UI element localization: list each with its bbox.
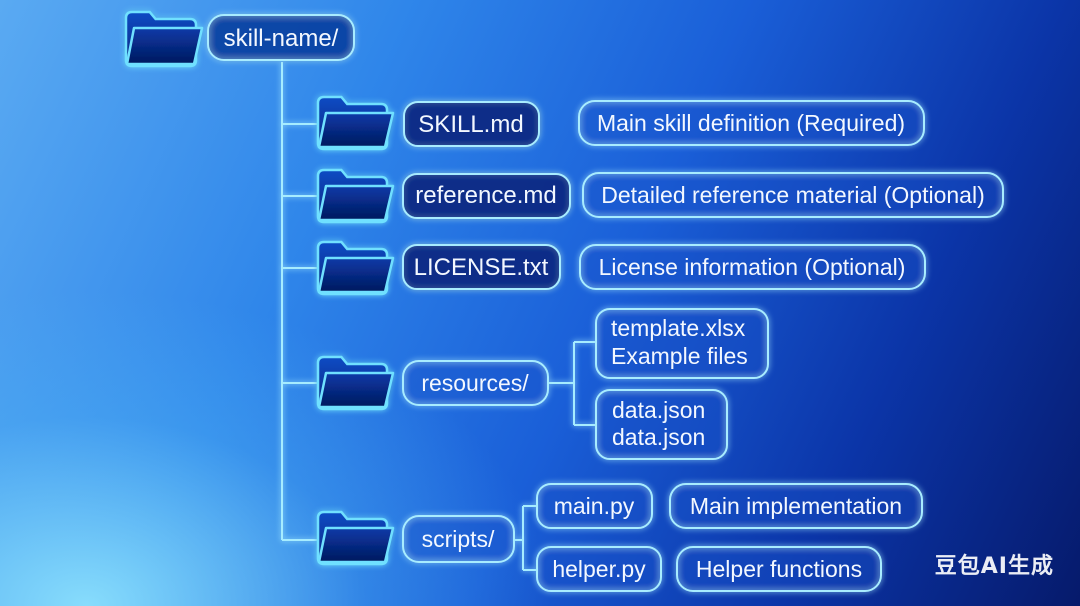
file-row-reference-md[interactable]: reference.md Detailed reference material… (402, 172, 1004, 219)
file-desc-skill-md: Main skill definition (Required) (597, 110, 905, 136)
resources-child-data[interactable]: data.json data.json (595, 389, 728, 460)
file-name-main-py: main.py (554, 493, 635, 519)
folder-row-scripts[interactable]: scripts/ (402, 515, 515, 563)
folder-front (317, 526, 395, 564)
file-name-license-txt: LICENSE.txt (414, 254, 549, 281)
file-desc-license-txt: License information (Optional) (599, 254, 906, 280)
file-row-license-txt[interactable]: LICENSE.txt License information (Optiona… (402, 244, 926, 290)
folder-row-resources[interactable]: resources/ (402, 360, 549, 406)
resources-child-template[interactable]: template.xlsx Example files (595, 308, 769, 379)
root-folder-icon (124, 10, 204, 68)
root-label-text: skill-name/ (224, 25, 339, 52)
folder-front (317, 184, 395, 222)
root-folder-label[interactable]: skill-name/ (207, 14, 355, 61)
watermark-text: 豆包AI生成 (934, 554, 1054, 579)
scripts-row-helper-py[interactable]: helper.py Helper functions (536, 546, 882, 592)
folder-front (317, 256, 395, 294)
file-row-skill-md[interactable]: SKILL.md Main skill definition (Required… (403, 100, 925, 147)
scripts-folder-icon (316, 510, 395, 566)
scripts-row-main-py[interactable]: main.py Main implementation (536, 483, 923, 529)
resources-child-line: data.json (612, 397, 705, 423)
file-desc-helper-py: Helper functions (696, 556, 862, 582)
license-folder-icon (316, 240, 395, 296)
folder-front (125, 26, 204, 66)
connector-lines (281, 62, 595, 571)
folder-front (317, 111, 395, 149)
resources-fork (548, 341, 595, 426)
skill-md-folder-icon (316, 95, 395, 151)
file-desc-main-py: Main implementation (690, 493, 902, 519)
resources-folder-icon (316, 355, 395, 411)
resources-child-line: data.json (612, 424, 705, 450)
resources-child-line: template.xlsx (611, 315, 746, 341)
resources-label: resources/ (421, 370, 529, 396)
scripts-label: scripts/ (422, 526, 495, 552)
scripts-fork (514, 505, 537, 571)
file-name-helper-py: helper.py (552, 556, 646, 582)
file-name-reference-md: reference.md (415, 182, 556, 209)
folder-front (317, 371, 395, 409)
resources-child-line: Example files (611, 343, 748, 369)
file-desc-reference-md: Detailed reference material (Optional) (601, 182, 985, 208)
folder-icons (124, 10, 395, 566)
reference-md-folder-icon (316, 168, 395, 224)
file-name-skill-md: SKILL.md (418, 111, 523, 138)
